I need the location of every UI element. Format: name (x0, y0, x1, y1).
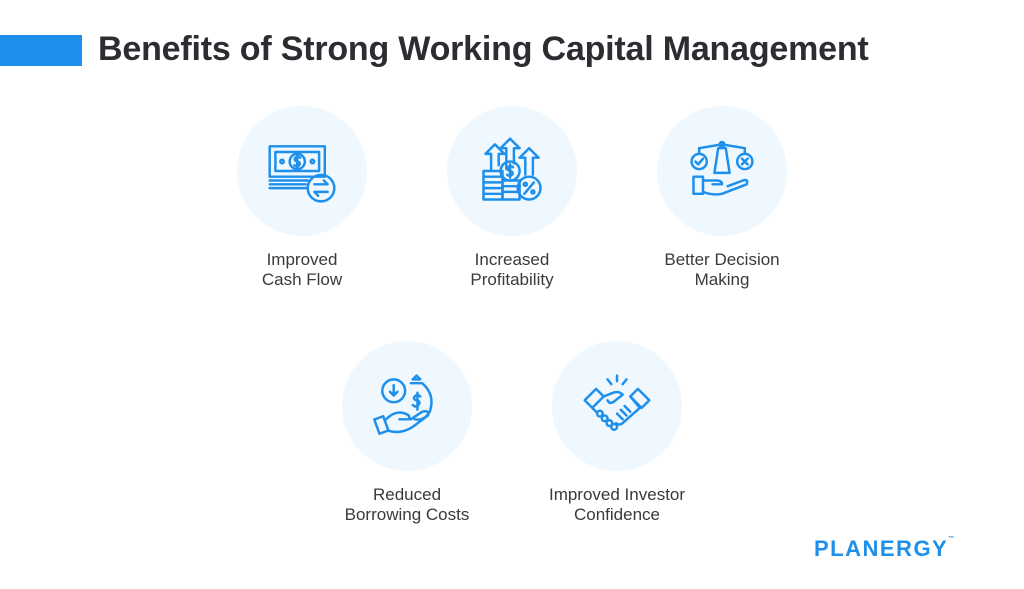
benefit-label: Better Decision Making (664, 250, 780, 289)
money-bag-hand-icon (373, 374, 433, 436)
benefit-better-decision-making: Better Decision Making (622, 106, 822, 290)
benefit-reduced-borrowing-costs: Reduced Borrowing Costs (307, 341, 507, 525)
title-accent-bar (0, 35, 82, 66)
icon-circle (552, 341, 682, 471)
page-title: Benefits of Strong Working Capital Manag… (98, 30, 869, 68)
benefit-label: Increased Profitability (470, 250, 554, 289)
benefit-improved-cash-flow: Improved Cash Flow (202, 106, 402, 290)
decision-scale-icon (690, 140, 754, 196)
icon-circle (237, 106, 367, 236)
benefit-label: Reduced Borrowing Costs (344, 485, 470, 524)
icon-circle (342, 341, 472, 471)
planergy-logo: PLANERGY™ (814, 536, 955, 561)
benefit-label: Improved Cash Flow (261, 250, 343, 289)
cash-flow-icon (268, 145, 336, 203)
icon-circle (657, 106, 787, 236)
benefit-increased-profitability: Increased Profitability (412, 106, 612, 290)
profitability-icon (482, 137, 542, 201)
benefit-label: Improved Investor Confidence (548, 485, 686, 524)
icon-circle (447, 106, 577, 236)
handshake-icon (583, 374, 651, 431)
benefit-improved-investor-confidence: Improved Investor Confidence (517, 341, 717, 525)
